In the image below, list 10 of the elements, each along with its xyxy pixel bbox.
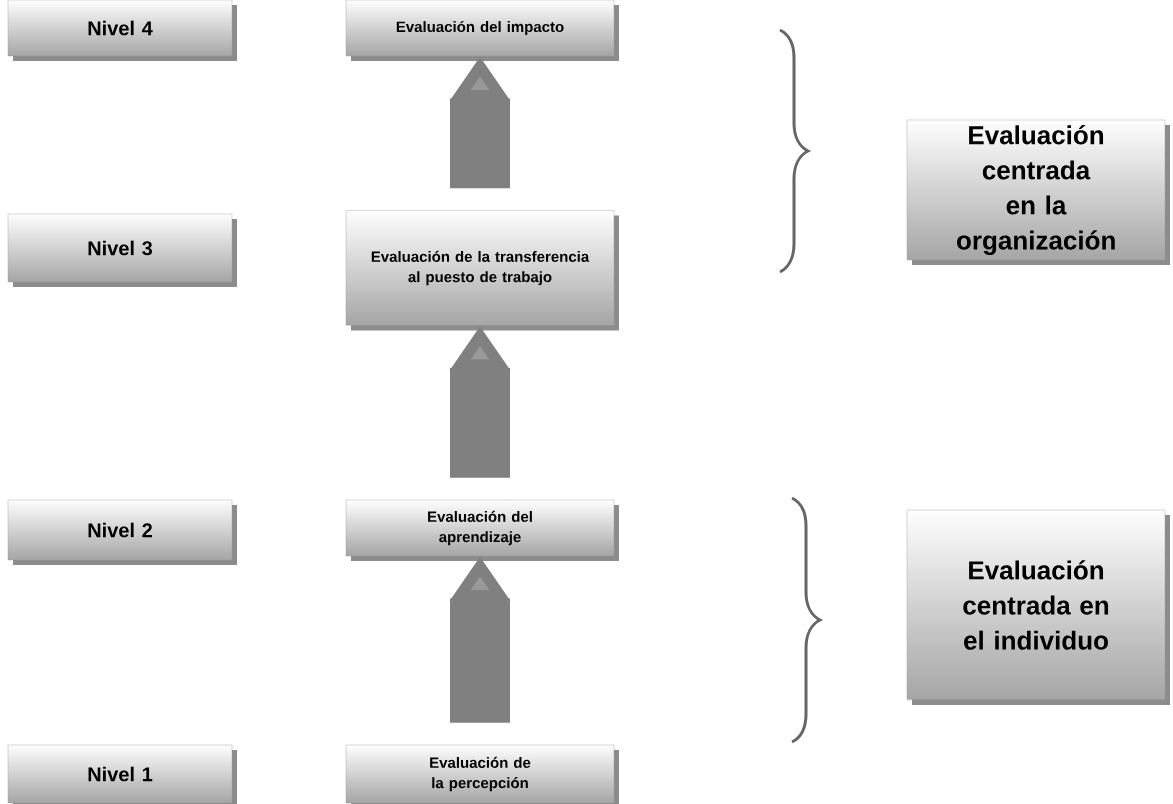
text-box: Nivel 2 (7, 499, 237, 565)
text-box: Evaluación de la percepción (345, 744, 619, 804)
text-box: Evaluación del impacto (345, 0, 619, 61)
text-box: Evaluación centrada en el individuo (906, 509, 1170, 705)
text-box: Nivel 3 (7, 213, 237, 287)
text-box: Nivel 1 (7, 744, 237, 804)
text-box: Evaluación centrada en la organización (906, 119, 1170, 265)
text-box: Evaluación del aprendizaje (345, 499, 619, 561)
text-box: Nivel 4 (7, 0, 237, 61)
text-box: Evaluación de la transferencia al puesto de trabajo (345, 210, 619, 331)
